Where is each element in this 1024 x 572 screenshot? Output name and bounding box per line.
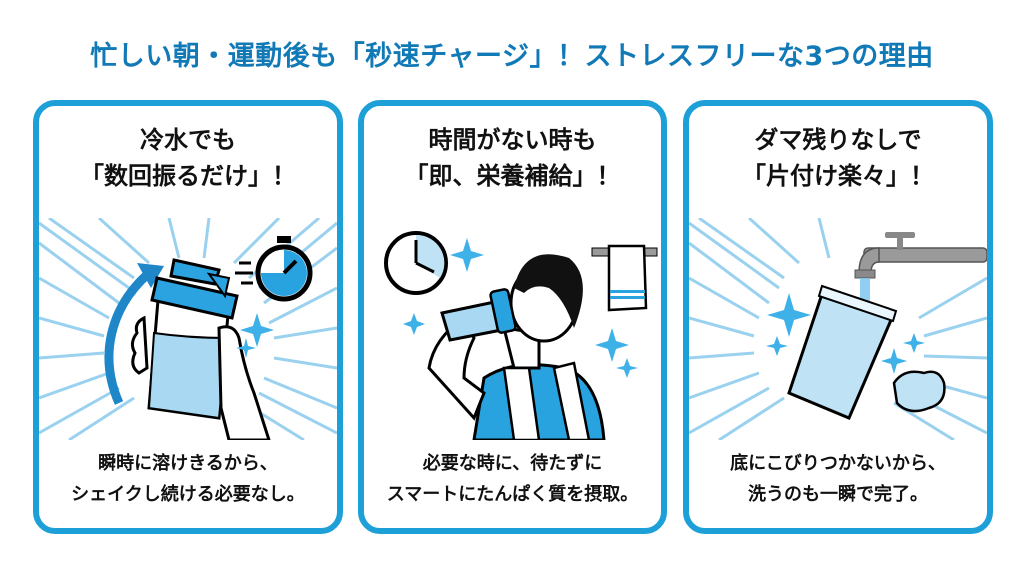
speed-lines-background <box>39 218 337 440</box>
card-desc-line-1: 底にこびりつかないから、 <box>730 453 946 474</box>
reason-card-quick-shake: 冷水でも 「数回振るだけ」！ <box>33 100 343 534</box>
card-title: 冷水でも 「数回振るだけ」！ <box>39 122 337 194</box>
card-desc-line-2: スマートにたんぱく質を摂取。 <box>386 484 639 505</box>
card-desc-line-2: 洗うのも一瞬で完了。 <box>748 484 928 505</box>
card-title-line-1: 冷水でも <box>140 126 236 154</box>
card-desc-line-2: シェイクし続ける必要なし。 <box>71 484 305 505</box>
shaker-bottle-icon <box>147 258 239 420</box>
cup-icon <box>787 284 898 420</box>
card-title: 時間がない時も 「即、栄養補給」！ <box>364 122 661 194</box>
card-description: 底にこびりつかないから、 洗うのも一瞬で完了。 <box>689 448 987 510</box>
man-figure <box>427 254 606 440</box>
illustration-shaker-hand <box>39 218 337 440</box>
card-desc-line-1: 瞬時に溶けきるから、 <box>98 453 278 474</box>
shaker-bottle-icon <box>440 288 517 342</box>
speed-lines-background <box>689 218 987 440</box>
card-title-line-1: ダマ残りなしで <box>754 126 922 154</box>
card-description: 瞬時に溶けきるから、 シェイクし続ける必要なし。 <box>39 448 337 510</box>
illustration-rinsing-cup <box>689 218 987 440</box>
card-title-line-1: 時間がない時も <box>428 126 597 154</box>
card-title-line-2: 「数回振るだけ」！ <box>80 162 296 190</box>
clock-icon <box>384 231 448 295</box>
faucet-icon <box>854 232 987 318</box>
stopwatch-icon <box>235 236 313 302</box>
illustration-man-drinking <box>364 218 661 440</box>
card-title-line-2: 「即、栄養補給」！ <box>404 162 621 190</box>
card-title: ダマ残りなしで 「片付け楽々」！ <box>689 122 987 194</box>
card-desc-line-1: 必要な時に、待たずに <box>422 453 603 474</box>
card-description: 必要な時に、待たずに スマートにたんぱく質を摂取。 <box>364 448 661 510</box>
arrow-icon <box>104 263 164 405</box>
sparkle-icon <box>403 238 638 378</box>
card-title-line-2: 「片付け楽々」！ <box>742 162 934 190</box>
sparkle-icon <box>766 293 925 374</box>
reason-card-instant-nutrition: 時間がない時も 「即、栄養補給」！ <box>358 100 667 534</box>
sparkle-icon <box>236 313 274 358</box>
towel-icon <box>591 244 658 312</box>
page-headline: 忙しい朝・運動後も「秒速チャージ」！ストレスフリーな3つの理由 <box>90 41 934 72</box>
hand-outline <box>130 315 271 440</box>
reason-card-easy-cleanup: ダマ残りなしで 「片付け楽々」！ <box>683 100 993 534</box>
sponge-icon <box>892 370 946 413</box>
